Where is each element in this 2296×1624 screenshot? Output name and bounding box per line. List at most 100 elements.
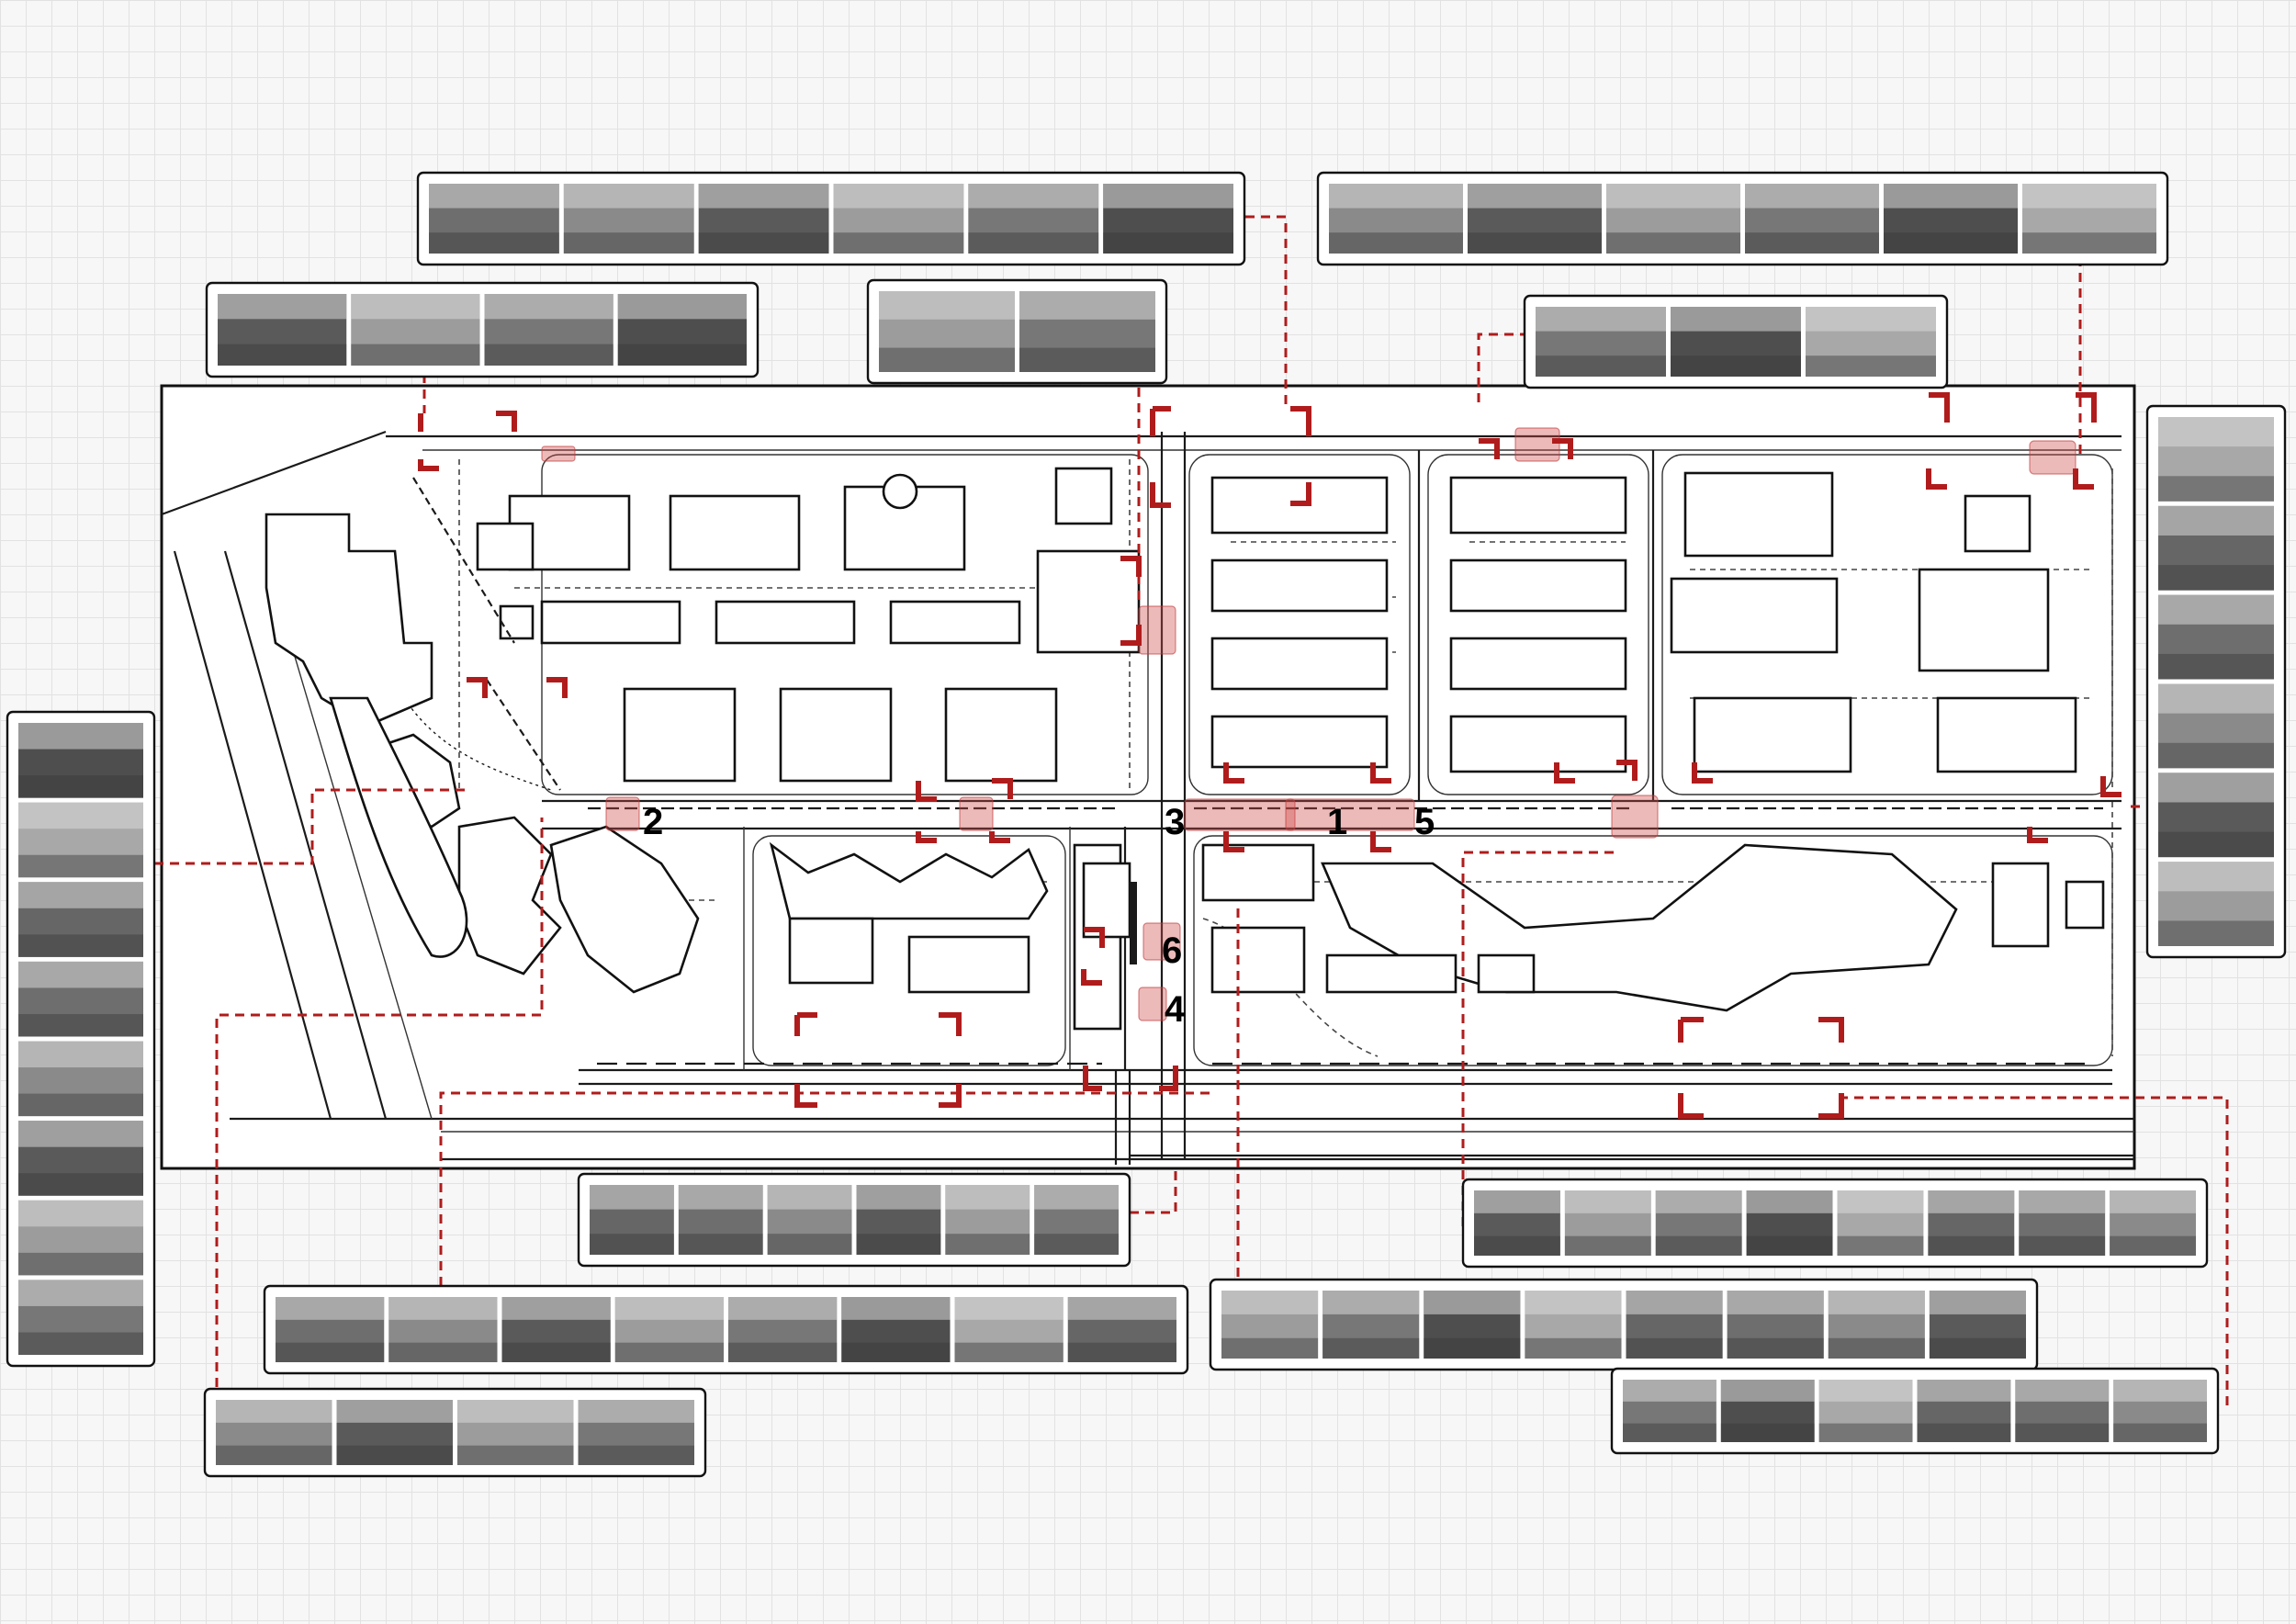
marker-1: 1 bbox=[1327, 802, 1347, 842]
photo-sky-tone bbox=[1837, 1190, 1924, 1213]
photo-ground-tone bbox=[484, 344, 613, 366]
photo-sky-tone bbox=[1019, 291, 1155, 320]
photo-sky-tone bbox=[1828, 1291, 1925, 1314]
photo-ground-tone bbox=[728, 1342, 838, 1362]
photo-ground-tone bbox=[1221, 1337, 1319, 1359]
photo-sky-tone bbox=[2110, 1190, 2196, 1213]
photo-ground-tone bbox=[617, 344, 747, 366]
photo-ground-tone bbox=[18, 775, 143, 798]
photo-ground-tone bbox=[1727, 1337, 1824, 1359]
photo-ground-tone bbox=[590, 1234, 674, 1255]
photo-ground-tone bbox=[1720, 1423, 1815, 1442]
photo-sky-tone bbox=[678, 1185, 763, 1210]
strip-bottom-right-lower bbox=[1610, 1367, 2220, 1455]
photo-sky-tone bbox=[18, 961, 143, 988]
photo-sky-tone bbox=[484, 294, 613, 320]
photo-ground-tone bbox=[2158, 476, 2274, 502]
photo-sky-tone bbox=[218, 294, 347, 320]
photo-ground-tone bbox=[945, 1234, 1030, 1255]
photo-ground-tone bbox=[2158, 831, 2274, 858]
photo-sky-tone bbox=[1221, 1291, 1319, 1314]
photo-ground-tone bbox=[1424, 1337, 1521, 1359]
photo-ground-tone bbox=[1917, 1423, 2011, 1442]
photo-ground-tone bbox=[1671, 355, 1801, 377]
photo-ground-tone bbox=[18, 1014, 143, 1037]
photo-ground-tone bbox=[968, 232, 1099, 254]
photo-ground-tone bbox=[1329, 232, 1463, 254]
photo-sky-tone bbox=[578, 1400, 694, 1423]
photo-ground-tone bbox=[1818, 1423, 1913, 1442]
photo-sky-tone bbox=[388, 1297, 498, 1320]
photo-ground-tone bbox=[18, 1332, 143, 1355]
photo-ground-tone bbox=[1103, 232, 1233, 254]
photo-ground-tone bbox=[216, 1445, 332, 1465]
photo-ground-tone bbox=[2019, 1235, 2106, 1256]
photo-ground-tone bbox=[1623, 1423, 1716, 1442]
highlight-zones bbox=[541, 427, 2077, 1021]
photo-ground-tone bbox=[2158, 920, 2274, 946]
photo-sky-tone bbox=[2158, 417, 2274, 447]
photo-ground-tone bbox=[18, 934, 143, 957]
photo-ground-tone bbox=[578, 1445, 694, 1465]
photo-sky-tone bbox=[1818, 1380, 1913, 1402]
photo-sky-tone bbox=[2158, 594, 2274, 625]
photo-sky-tone bbox=[968, 184, 1099, 209]
photo-ground-tone bbox=[218, 344, 347, 366]
photo-ground-tone bbox=[1067, 1342, 1176, 1362]
photo-ground-tone bbox=[18, 854, 143, 878]
photo-ground-tone bbox=[1806, 355, 1936, 377]
photo-sky-tone bbox=[1536, 307, 1666, 332]
photo-sky-tone bbox=[1067, 1297, 1176, 1320]
photo-sky-tone bbox=[841, 1297, 951, 1320]
photo-sky-tone bbox=[1329, 184, 1463, 209]
photo-sky-tone bbox=[18, 723, 143, 750]
photo-sky-tone bbox=[2015, 1380, 2110, 1402]
photo-sky-tone bbox=[2113, 1380, 2207, 1402]
photo-ground-tone bbox=[18, 1173, 143, 1196]
photo-ground-tone bbox=[457, 1445, 574, 1465]
photo-ground-tone bbox=[1034, 1234, 1119, 1255]
photo-ground-tone bbox=[2158, 653, 2274, 680]
photo-sky-tone bbox=[698, 184, 829, 209]
photo-ground-tone bbox=[1019, 347, 1155, 372]
marker-3: 3 bbox=[1165, 802, 1185, 842]
marker-2: 2 bbox=[643, 802, 663, 842]
photo-sky-tone bbox=[1928, 1190, 2015, 1213]
photo-sky-tone bbox=[2022, 184, 2156, 209]
photo-sky-tone bbox=[563, 184, 694, 209]
photo-sky-tone bbox=[1103, 184, 1233, 209]
photo-ground-tone bbox=[2158, 742, 2274, 769]
photo-sky-tone bbox=[2158, 862, 2274, 892]
photo-sky-tone bbox=[276, 1297, 385, 1320]
photo-ground-tone bbox=[2110, 1235, 2196, 1256]
photo-ground-tone bbox=[1745, 232, 1879, 254]
photo-sky-tone bbox=[833, 184, 964, 209]
strip-bottom-left-short bbox=[203, 1387, 707, 1478]
photo-sky-tone bbox=[1884, 184, 2018, 209]
road-network bbox=[161, 430, 2134, 1165]
map-markers: 2 3 1 5 6 4 bbox=[643, 802, 1435, 1030]
buildings-west bbox=[264, 467, 1141, 1031]
photo-ground-tone bbox=[856, 1234, 941, 1255]
strip-top-small bbox=[866, 278, 1168, 385]
strip-top-center-left bbox=[416, 171, 1246, 266]
photo-ground-tone bbox=[1525, 1337, 1622, 1359]
photo-sky-tone bbox=[2158, 505, 2274, 536]
photo-sky-tone bbox=[1564, 1190, 1651, 1213]
photo-sky-tone bbox=[457, 1400, 574, 1423]
photo-sky-tone bbox=[879, 291, 1015, 320]
photo-sky-tone bbox=[501, 1297, 611, 1320]
photo-sky-tone bbox=[1468, 184, 1602, 209]
photo-sky-tone bbox=[1745, 184, 1879, 209]
photo-sky-tone bbox=[1671, 307, 1801, 332]
photo-sky-tone bbox=[18, 1280, 143, 1306]
photo-ground-tone bbox=[698, 232, 829, 254]
photo-ground-tone bbox=[388, 1342, 498, 1362]
photo-sky-tone bbox=[1606, 184, 1740, 209]
photo-sky-tone bbox=[1626, 1291, 1723, 1314]
photo-ground-tone bbox=[1929, 1337, 2026, 1359]
photo-ground-tone bbox=[1474, 1235, 1560, 1256]
photo-ground-tone bbox=[1564, 1235, 1651, 1256]
photo-sky-tone bbox=[1474, 1190, 1560, 1213]
